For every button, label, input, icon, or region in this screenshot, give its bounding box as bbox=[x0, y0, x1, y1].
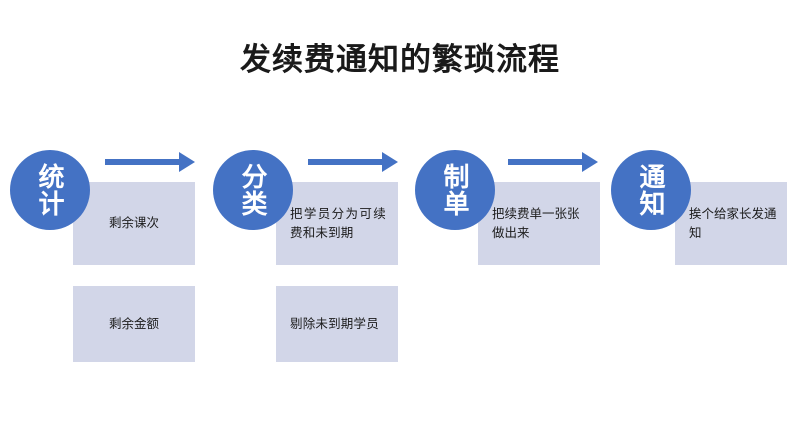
note-text-stage4-1: 挨个给家长发通知 bbox=[689, 206, 777, 240]
arrow-stage2-to-stage3 bbox=[308, 152, 398, 172]
stage-label-tongzhi: 通知 bbox=[636, 163, 666, 217]
note-text-stage1-1: 剩余课次 bbox=[108, 216, 159, 230]
arrow-shaft bbox=[508, 159, 584, 165]
note-box-stage1-1: 剩余课次 bbox=[73, 182, 195, 265]
note-box-stage2-1: 把学员分为可续费和未到期 bbox=[276, 182, 398, 265]
stage-circle-tongzhi[interactable]: 通知 bbox=[611, 150, 691, 230]
arrow-head-icon bbox=[179, 152, 195, 172]
note-text-stage3-1: 把续费单一张张做出来 bbox=[492, 206, 580, 240]
stage-label-tongji: 统计 bbox=[35, 163, 65, 217]
stage-label-zhidan: 制单 bbox=[440, 163, 470, 217]
stage-label-fenlei: 分类 bbox=[238, 163, 268, 217]
arrow-head-icon bbox=[582, 152, 598, 172]
page-title: 发续费通知的繁琐流程 bbox=[240, 42, 560, 77]
arrow-shaft bbox=[308, 159, 384, 165]
note-box-stage3-1: 把续费单一张张做出来 bbox=[478, 182, 600, 265]
stage-circle-tongji[interactable]: 统计 bbox=[10, 150, 90, 230]
note-text-stage2-2: 剔除未到期学员 bbox=[290, 316, 379, 331]
note-box-stage2-2: 剔除未到期学员 bbox=[276, 286, 398, 362]
note-text-stage2-1: 把学员分为可续费和未到期 bbox=[290, 206, 386, 240]
arrow-shaft bbox=[105, 159, 181, 165]
note-box-stage4-1: 挨个给家长发通知 bbox=[675, 182, 787, 265]
note-box-stage1-2: 剩余金额 bbox=[73, 286, 195, 362]
note-text-stage1-2: 剩余金额 bbox=[108, 316, 159, 331]
arrow-stage1-to-stage2 bbox=[105, 152, 195, 172]
arrow-head-icon bbox=[382, 152, 398, 172]
stage-circle-fenlei[interactable]: 分类 bbox=[213, 150, 293, 230]
stage-circle-zhidan[interactable]: 制单 bbox=[415, 150, 495, 230]
arrow-stage3-to-stage4 bbox=[508, 152, 598, 172]
